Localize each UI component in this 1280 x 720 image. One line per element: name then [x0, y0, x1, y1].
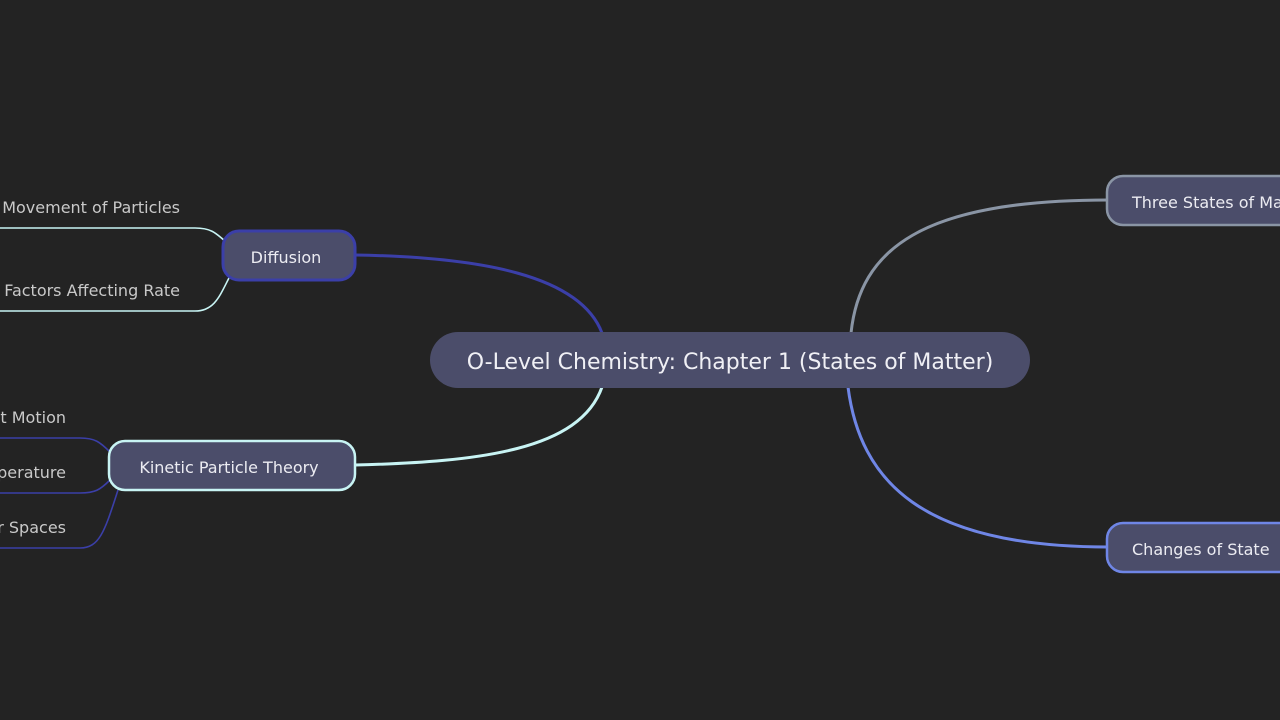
- connector-diffusion: [354, 253, 604, 334]
- root-node[interactable]: O-Level Chemistry: Chapter 1 (States of …: [430, 332, 1030, 388]
- connector-kpt-child-3: [0, 489, 119, 549]
- connector-factors-affecting-rate: [0, 275, 231, 312]
- node-changes-of-state-label: Changes of State: [1132, 540, 1270, 559]
- leaf-kpt-child-1[interactable]: t Motion: [0, 408, 66, 427]
- root-label: O-Level Chemistry: Chapter 1 (States of …: [467, 350, 994, 375]
- node-diffusion[interactable]: Diffusion: [221, 229, 357, 282]
- leaf-factors-affecting-rate[interactable]: Factors Affecting Rate: [4, 281, 180, 300]
- connector-kpt-child-2: [0, 479, 111, 494]
- node-three-states-of-matter[interactable]: Three States of Ma: [1105, 174, 1280, 227]
- node-kinetic-particle-theory-label: Kinetic Particle Theory: [139, 458, 318, 477]
- connector-kinetic-particle-theory: [354, 386, 604, 467]
- leaf-movement-of-particles[interactable]: Movement of Particles: [2, 198, 180, 217]
- node-three-states-label: Three States of Ma: [1131, 193, 1280, 212]
- node-changes-of-state[interactable]: Changes of State: [1105, 521, 1280, 574]
- leaf-kpt-child-3[interactable]: r Spaces: [0, 518, 66, 537]
- connector-kpt-child-1: [0, 437, 111, 453]
- connector-changes-of-state: [846, 386, 1109, 549]
- node-kinetic-particle-theory[interactable]: Kinetic Particle Theory: [107, 439, 357, 492]
- connector-three-states: [849, 198, 1109, 334]
- node-diffusion-label: Diffusion: [251, 248, 322, 267]
- leaf-kpt-child-2[interactable]: perature: [0, 463, 66, 482]
- connector-movement-of-particles: [0, 227, 227, 243]
